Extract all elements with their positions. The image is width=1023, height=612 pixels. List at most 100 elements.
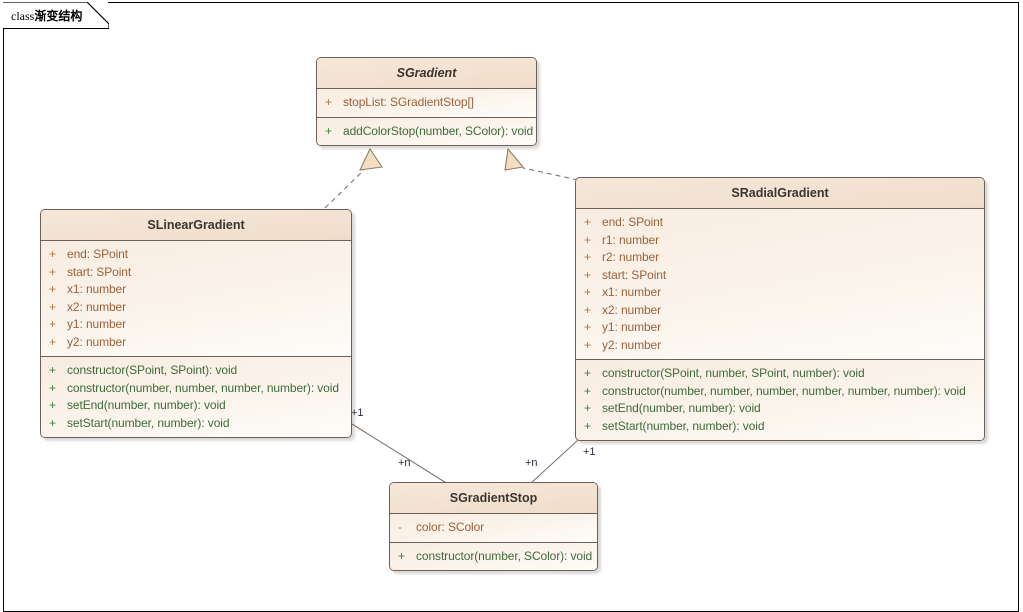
method-label: setStart(number, number): void [67,415,230,430]
attribute-label: end: SPoint [602,215,663,229]
visibility-marker: + [584,418,592,433]
visibility-marker: + [584,366,592,380]
method-row: + constructor(number, number, number, nu… [41,380,351,398]
attribute-label: color: SColor [416,520,485,534]
visibility-marker: + [584,267,592,282]
multiplicity-label: +n [398,457,411,469]
class-box-sgradientstop[interactable]: SGradientStop - color: SColor + construc… [389,482,598,571]
method-row: + constructor(SPoint, SPoint): void [41,362,351,380]
attribute-row: + x2: number [41,299,351,317]
attribute-row: + r1: number [576,232,984,250]
method-row: + setEnd(number, number): void [576,400,984,418]
attribute-row: + x1: number [41,281,351,299]
method-label: constructor(number, number, number, numb… [602,383,966,398]
attribute-label: start: SPoint [67,264,132,279]
diagram-title-keyword: class [11,9,35,23]
visibility-marker: + [584,285,592,299]
visibility-marker: + [49,363,57,377]
class-name-slineargradient: SLinearGradient [41,210,351,241]
attribute-row: + x2: number [576,302,984,320]
attribute-label: x2: number [602,302,662,317]
visibility-marker: + [325,123,333,138]
class-box-sradialgradient[interactable]: SRadialGradient + end: SPoint + r1: numb… [575,177,985,441]
attributes-section-sgradient: + stopList: SGradientStop[] [317,89,536,118]
visibility-marker: + [325,95,333,109]
method-label: constructor(SPoint, SPoint): void [67,363,238,377]
diagram-title-label: class渐变结构 [11,7,82,24]
attribute-label: y1: number [67,317,127,331]
frame-top-border [108,2,1019,3]
visibility-marker: + [584,337,592,352]
attribute-label: x2: number [67,299,127,314]
multiplicity-label: +n [525,457,538,469]
method-label: constructor(number, SColor): void [416,548,593,563]
methods-section-sgradientstop: + constructor(number, SColor): void [390,542,597,570]
attribute-row: + y1: number [41,316,351,334]
multiplicity-label: +1 [583,446,596,458]
attribute-row: + y2: number [576,337,984,355]
attributes-section-sgradientstop: - color: SColor [390,514,597,543]
attribute-row: + x1: number [576,284,984,302]
visibility-marker: + [584,320,592,334]
attribute-row: + r2: number [576,249,984,267]
visibility-marker: + [49,317,57,331]
method-row: + constructor(SPoint, number, SPoint, nu… [576,365,984,383]
multiplicity-label: +1 [351,407,364,419]
class-name-sradialgradient: SRadialGradient [576,178,984,209]
method-label: setEnd(number, number): void [602,401,761,415]
class-box-sgradient[interactable]: SGradient + stopList: SGradientStop[] + … [316,57,537,146]
attribute-row: + y2: number [41,334,351,352]
visibility-marker: + [49,299,57,314]
method-row: + setStart(number, number): void [576,418,984,436]
attribute-row: + stopList: SGradientStop[] [317,94,536,112]
attribute-label: start: SPoint [602,267,667,282]
diagram-title-text: 渐变结构 [34,9,83,23]
method-row: + setEnd(number, number): void [41,397,351,415]
method-row: + constructor(number, SColor): void [390,548,597,566]
visibility-marker: + [584,232,592,247]
attribute-row: + end: SPoint [576,214,984,232]
attribute-label: r2: number [602,250,660,264]
visibility-marker: + [49,398,57,412]
methods-section-slineargradient: + constructor(SPoint, SPoint): void + co… [41,357,351,437]
attribute-row: + start: SPoint [576,267,984,285]
class-box-slineargradient[interactable]: SLinearGradient + end: SPoint + start: S… [40,209,352,438]
method-row: + setStart(number, number): void [41,415,351,433]
visibility-marker: - [398,520,402,534]
attributes-section-sradialgradient: + end: SPoint + r1: number + r2: number … [576,209,984,360]
visibility-marker: + [398,548,406,563]
visibility-marker: + [584,401,592,415]
visibility-marker: + [584,302,592,317]
methods-section-sgradient: + addColorStop(number, SColor): void [317,117,536,145]
visibility-marker: + [49,380,57,395]
method-label: setEnd(number, number): void [67,398,226,412]
attributes-section-slineargradient: + end: SPoint + start: SPoint + x1: numb… [41,241,351,357]
class-name-sgradientstop: SGradientStop [390,483,597,514]
visibility-marker: + [584,250,592,264]
attribute-row: + end: SPoint [41,246,351,264]
attribute-label: x1: number [602,285,662,299]
visibility-marker: + [49,334,57,349]
method-label: constructor(number, number, number, numb… [67,380,339,395]
attribute-label: y1: number [602,320,662,334]
method-label: addColorStop(number, SColor): void [343,123,534,138]
visibility-marker: + [49,415,57,430]
method-label: constructor(SPoint, number, SPoint, numb… [602,366,865,380]
methods-section-sradialgradient: + constructor(SPoint, number, SPoint, nu… [576,360,984,440]
method-row: + constructor(number, number, number, nu… [576,383,984,401]
attribute-label: r1: number [602,232,660,247]
method-row: + addColorStop(number, SColor): void [317,123,536,141]
visibility-marker: + [49,282,57,296]
attribute-row: + start: SPoint [41,264,351,282]
attribute-label: end: SPoint [67,247,128,261]
visibility-marker: + [49,264,57,279]
attribute-label: x1: number [67,282,127,296]
attribute-row: + y1: number [576,319,984,337]
class-name-sgradient: SGradient [317,58,536,89]
method-label: setStart(number, number): void [602,418,765,433]
attribute-label: y2: number [602,337,662,352]
attribute-label: stopList: SGradientStop[] [343,95,474,109]
visibility-marker: + [584,215,592,229]
attribute-row: - color: SColor [390,519,597,537]
visibility-marker: + [49,247,57,261]
